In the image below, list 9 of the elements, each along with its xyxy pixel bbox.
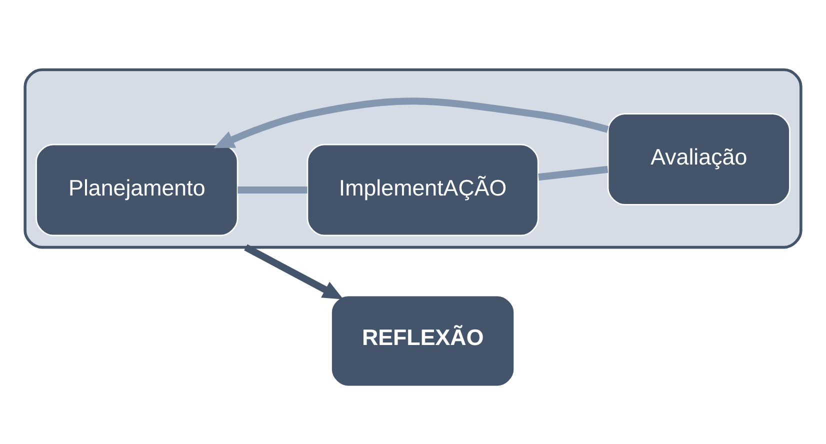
node-box: ImplementAÇÃO: [306, 143, 539, 236]
node-box: Avaliação: [607, 112, 790, 205]
node-box: REFLEXÃO: [330, 294, 516, 387]
connector: [538, 165, 608, 180]
node-box: Planejamento: [36, 143, 238, 236]
cluster: [24, 68, 802, 248]
arrow: [214, 97, 609, 148]
arrow: [244, 244, 344, 299]
connector: [238, 186, 308, 193]
